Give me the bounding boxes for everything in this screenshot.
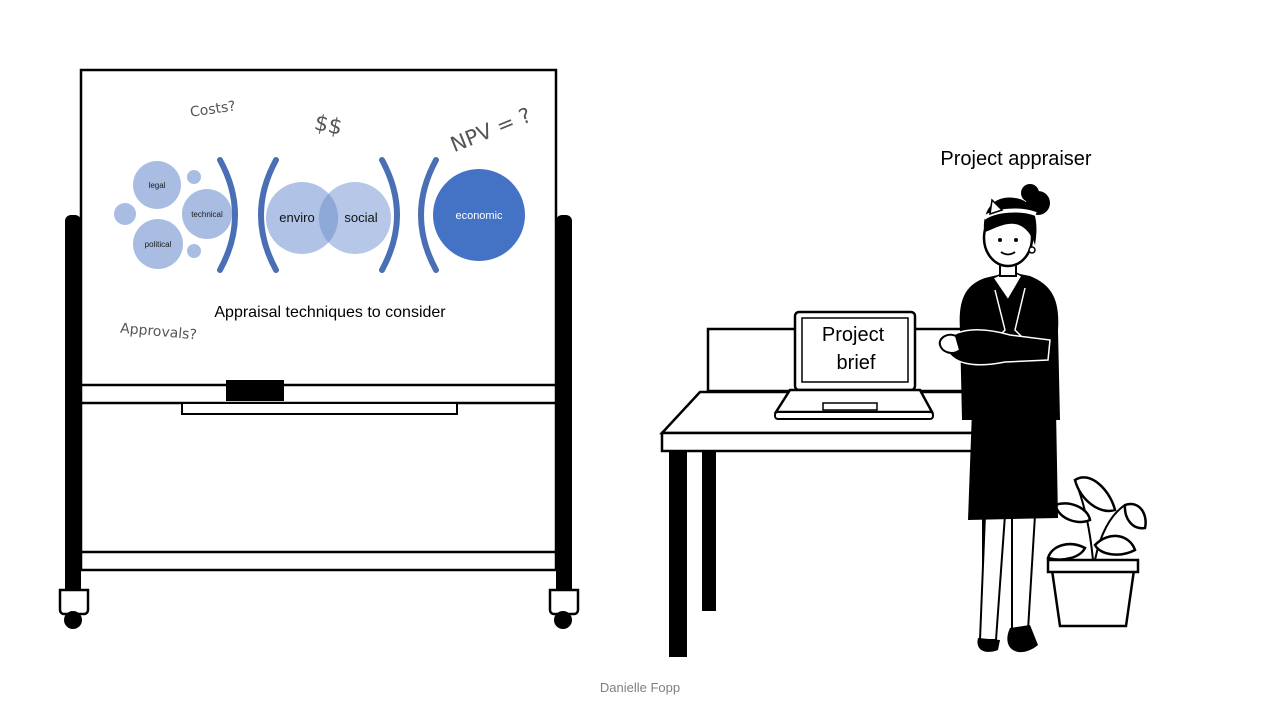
small-bubble	[187, 244, 201, 258]
appraisal-diagram: legal technical political enviro social …	[114, 157, 525, 273]
note-money: $$	[312, 110, 345, 140]
plant-pot	[1050, 568, 1136, 628]
overlap-region	[318, 193, 339, 243]
headband-bow	[989, 198, 1004, 216]
skirt	[968, 410, 1058, 520]
plant-leaf	[1093, 534, 1137, 556]
technical-bubble	[182, 189, 232, 239]
whiteboard-caption: Appraisal techniques to consider	[214, 304, 446, 321]
author-credit: Danielle Fopp	[600, 680, 680, 695]
wheel-left	[58, 588, 90, 616]
laptop-screen-text-line1: Project	[822, 324, 885, 346]
wheel-right	[548, 588, 580, 616]
legal-bubble	[133, 161, 181, 209]
shoe	[977, 638, 1000, 652]
desk-leg	[669, 451, 687, 657]
laptop-screen	[801, 317, 909, 383]
plant-leaf	[1046, 542, 1087, 561]
marker-tray	[181, 402, 458, 415]
whiteboard-left-leg	[65, 215, 81, 595]
bracket-open	[258, 157, 279, 273]
bracket-close	[379, 157, 400, 273]
enviro-circle	[266, 182, 338, 254]
whiteboard-surface	[79, 68, 558, 572]
plant-leaf	[1123, 502, 1147, 530]
bracket-close	[217, 157, 238, 273]
social-circle	[319, 182, 391, 254]
note-approvals: Approvals?	[120, 321, 198, 344]
bracket-open	[418, 157, 439, 273]
plant-leaf	[1073, 476, 1117, 513]
potted-plant	[1046, 476, 1147, 628]
economic-label: economic	[455, 210, 503, 222]
whiteboard-right-leg	[556, 215, 572, 595]
desk-leg	[702, 451, 716, 611]
legal-label: legal	[149, 181, 166, 190]
small-bubble	[187, 170, 201, 184]
project-appraiser-figure	[938, 184, 1060, 653]
note-costs: Costs?	[189, 98, 237, 120]
small-bubble	[114, 203, 136, 225]
laptop-screen-text-line2: brief	[837, 352, 876, 374]
shoe	[1007, 625, 1038, 653]
desk-edge	[660, 431, 980, 453]
trackpad	[822, 402, 878, 411]
eraser	[226, 380, 284, 401]
economic-circle	[433, 169, 525, 261]
enviro-label: enviro	[279, 210, 314, 225]
crossed-arms	[944, 329, 1051, 366]
political-bubble	[133, 219, 183, 269]
plant-leaf	[1053, 502, 1092, 524]
technical-label: technical	[191, 210, 223, 219]
laptop: Project brief	[773, 310, 935, 420]
hand	[938, 333, 962, 354]
project-appraiser-label: Project appraiser	[940, 148, 1092, 170]
political-label: political	[145, 240, 172, 249]
whiteboard: Costs? $$ NPV = ? Approvals? legal techn…	[58, 68, 580, 629]
social-label: social	[344, 210, 377, 225]
